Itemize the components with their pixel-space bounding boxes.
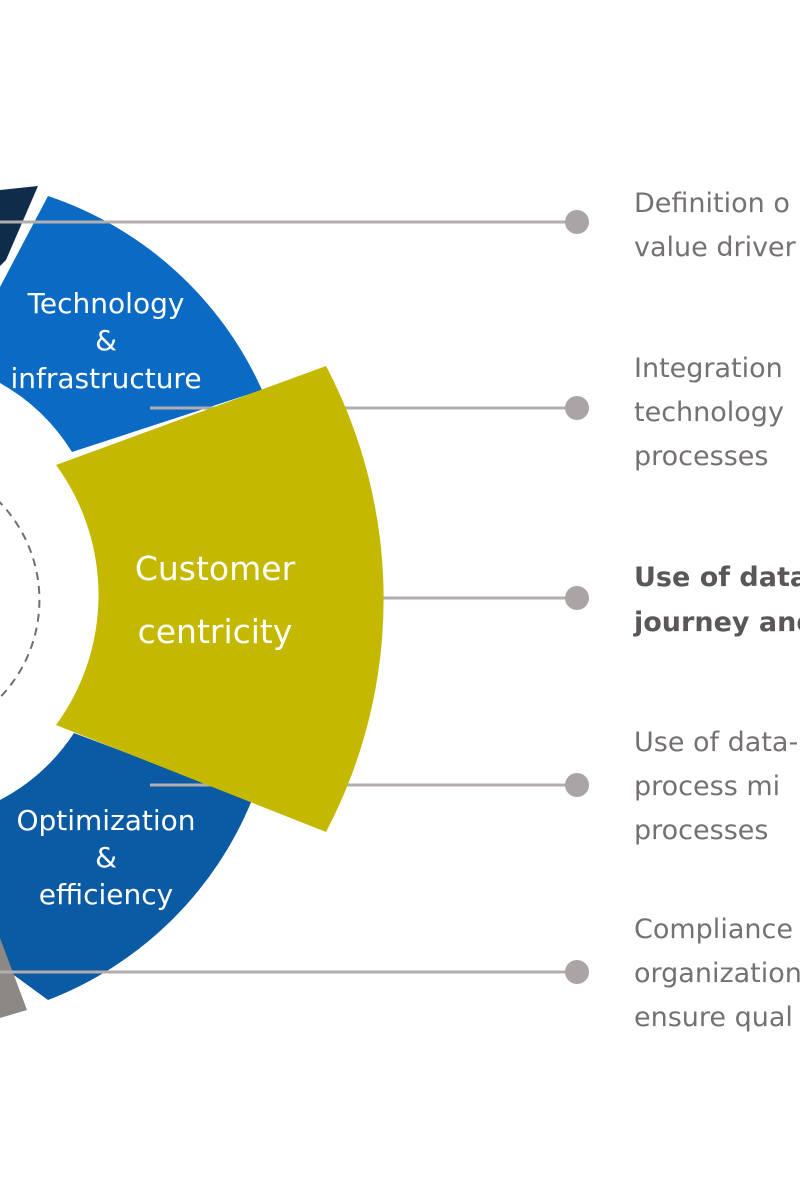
connector-dot-4 (565, 773, 589, 797)
connector-dot-1 (565, 210, 589, 234)
optimization-label-line2: & (95, 841, 117, 874)
connector-dot-3 (565, 586, 589, 610)
segment-optimization-efficiency (0, 733, 252, 1000)
customer-label-line2: centricity (138, 612, 293, 651)
technology-label-line2: & (95, 324, 117, 357)
segment-bottom-gray (0, 938, 27, 1018)
desc-2-line3: processes (634, 441, 768, 472)
segment-technology-infrastructure (0, 196, 262, 452)
desc-5-line2: organization (634, 958, 800, 989)
desc-3-line1: Use of data (634, 562, 800, 593)
desc-4-line3: processes (634, 815, 768, 846)
desc-2-line2: technology (634, 397, 784, 428)
technology-label-line3: infrastructure (10, 362, 201, 395)
desc-5-line3: ensure qual (634, 1002, 793, 1033)
desc-4-line1: Use of data- (634, 727, 798, 758)
segment-customer-centricity (56, 366, 384, 832)
desc-1-line1: Definition o (634, 188, 790, 219)
optimization-label-line3: efficiency (39, 878, 173, 911)
segment-top-dark (0, 186, 38, 266)
desc-3-line2: journey and (633, 607, 800, 638)
inner-dashed-ring (0, 501, 41, 699)
desc-2-line1: Integration (634, 353, 783, 384)
desc-1-line2: value driver (634, 232, 797, 263)
customer-label-line1: Customer (135, 549, 296, 588)
connector-dot-2 (565, 396, 589, 420)
technology-label-line1: Technology (27, 287, 185, 320)
connector-dot-5 (565, 960, 589, 984)
desc-5-line1: Compliance (634, 914, 793, 945)
desc-4-line2: process mi (634, 771, 780, 802)
optimization-label-line1: Optimization (16, 804, 195, 837)
